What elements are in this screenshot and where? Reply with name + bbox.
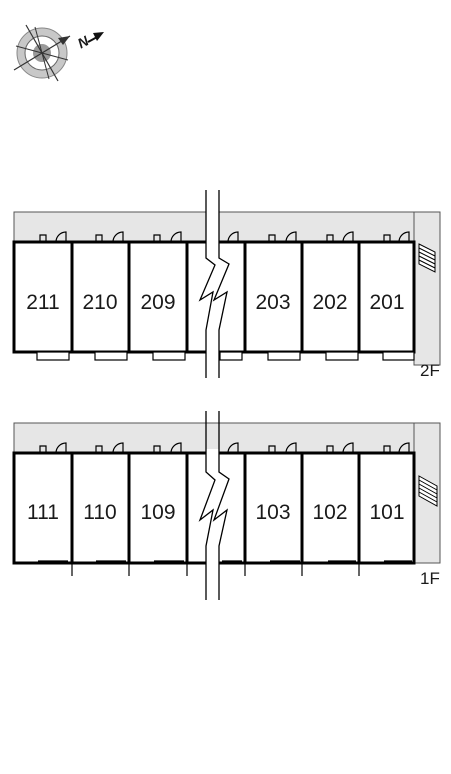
room-label: 203 bbox=[255, 291, 290, 314]
window-marks bbox=[38, 560, 412, 576]
room-label: 103 bbox=[255, 501, 290, 524]
floor-label: 1F bbox=[420, 569, 440, 588]
room-unit bbox=[12, 240, 74, 354]
door-icon bbox=[39, 231, 410, 243]
corridor bbox=[13, 211, 441, 243]
room-label: 202 bbox=[312, 291, 347, 314]
door-icon bbox=[39, 442, 410, 454]
break-line-icon bbox=[198, 190, 230, 380]
room-unit bbox=[127, 451, 189, 565]
balcony-icon bbox=[36, 351, 415, 361]
room-unit bbox=[70, 451, 131, 565]
break-line-icon bbox=[198, 411, 230, 600]
floor-2f: 211 210 209 203 202 201 2F bbox=[12, 190, 441, 380]
room-label: 201 bbox=[369, 291, 404, 314]
floor-label: 2F bbox=[420, 361, 440, 380]
room-unit bbox=[300, 240, 361, 354]
room-unit bbox=[357, 451, 416, 565]
room-label: 209 bbox=[140, 291, 175, 314]
room-label: 102 bbox=[312, 501, 347, 524]
room-label: 101 bbox=[369, 501, 404, 524]
room-label: 211 bbox=[26, 291, 59, 314]
room-unit bbox=[127, 240, 189, 354]
room-label: 210 bbox=[82, 291, 117, 314]
floor-1f: 111 110 109 103 102 101 1F bbox=[12, 411, 441, 600]
room-label: 110 bbox=[83, 501, 116, 524]
stairs-icon bbox=[418, 243, 436, 273]
compass-rose-icon: N bbox=[13, 24, 104, 82]
room-label: 111 bbox=[27, 501, 59, 524]
corridor-side bbox=[413, 211, 441, 366]
room-label: 109 bbox=[140, 501, 175, 524]
corridor bbox=[13, 422, 441, 454]
stairs-icon bbox=[418, 475, 438, 507]
